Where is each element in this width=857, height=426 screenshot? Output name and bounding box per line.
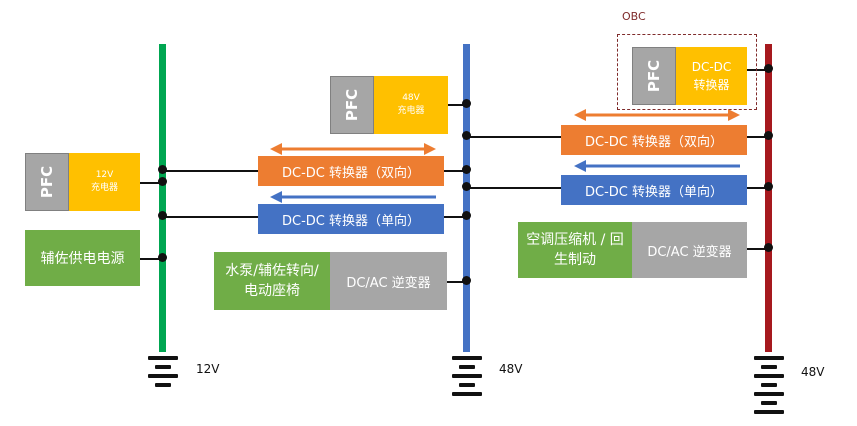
bus-48v-middle xyxy=(463,44,470,352)
wire-right-inverter xyxy=(747,248,769,250)
load-label: 水泵/辅佐转向/电动座椅 xyxy=(225,263,319,299)
wire-12v-charger xyxy=(140,182,164,184)
junction-dot xyxy=(462,211,471,220)
dc-dc-unidirectional-converter: DC-DC 转换器（单向） xyxy=(258,204,444,234)
charger-48v: 48V 充电器 xyxy=(374,76,448,134)
battery-icon xyxy=(754,352,784,422)
dc-dc-bidirectional-converter: DC-DC 转换器（双向） xyxy=(561,125,747,155)
load-box: 水泵/辅佐转向/电动座椅 xyxy=(214,252,330,310)
obc-label: OBC xyxy=(622,10,646,23)
aux-supply-label: 辅佐供电电源 xyxy=(40,251,125,267)
wire-obc xyxy=(747,69,769,71)
junction-dot xyxy=(764,182,773,191)
converter-label: DC-DC 转换器（单向） xyxy=(585,184,723,200)
charger-label: 充电器 xyxy=(90,183,118,193)
load-label: 空调压缩机 / 回生制动 xyxy=(526,232,624,268)
battery-voltage-label: 48V xyxy=(801,365,825,379)
converter-line2: 转换器 xyxy=(693,78,730,92)
junction-dot xyxy=(462,165,471,174)
battery-voltage-label: 48V xyxy=(499,362,523,376)
junction-dot xyxy=(462,276,471,285)
junction-dot xyxy=(158,211,167,220)
junction-dot xyxy=(158,253,167,262)
dc-dc-unidirectional-converter: DC-DC 转换器（单向） xyxy=(561,175,747,205)
charger-voltage: 48V xyxy=(402,93,420,103)
converter-line1: DC-DC xyxy=(691,60,732,74)
bus-12v xyxy=(159,44,166,352)
charger-label: 充电器 xyxy=(397,106,425,116)
pfc-12v: PFC xyxy=(25,153,69,211)
inverter-label: DC/AC 逆变器 xyxy=(647,244,732,260)
pfc-obc: PFC xyxy=(632,47,676,105)
pfc-label: PFC xyxy=(343,88,361,122)
pfc-label: PFC xyxy=(645,59,663,93)
junction-dot xyxy=(158,165,167,174)
junction-dot xyxy=(764,243,773,252)
left-arrow-icon xyxy=(574,160,740,172)
bidirectional-arrow-icon xyxy=(574,109,740,121)
converter-label: DC-DC 转换器（双向） xyxy=(282,165,420,181)
inverter-label: DC/AC 逆变器 xyxy=(346,275,431,291)
aux-supply-box: 辅佐供电电源 xyxy=(25,230,140,286)
charger-12v: 12V 充电器 xyxy=(69,153,140,211)
wire-mid-inverter xyxy=(447,281,467,283)
battery-icon xyxy=(148,352,178,400)
junction-dot xyxy=(764,131,773,140)
bus-48v-right xyxy=(765,44,772,352)
wire-aux-supply xyxy=(140,258,164,260)
obc-dc-dc-converter: DC-DC 转换器 xyxy=(676,47,747,105)
dc-ac-inverter: DC/AC 逆变器 xyxy=(632,222,747,278)
junction-dot xyxy=(764,64,773,73)
left-arrow-icon xyxy=(270,191,436,203)
dc-ac-inverter: DC/AC 逆变器 xyxy=(330,252,447,310)
junction-dot xyxy=(462,131,471,140)
battery-icon xyxy=(452,352,482,400)
charger-voltage: 12V xyxy=(95,170,114,180)
obc-group xyxy=(617,34,757,110)
dc-dc-bidirectional-converter: DC-DC 转换器（双向） xyxy=(258,156,444,186)
converter-label: DC-DC 转换器（单向） xyxy=(282,213,420,229)
battery-voltage-label: 12V xyxy=(196,362,220,376)
pfc-label: PFC xyxy=(38,165,56,199)
junction-dot xyxy=(158,177,167,186)
load-box: 空调压缩机 / 回生制动 xyxy=(518,222,632,278)
converter-label: DC-DC 转换器（双向） xyxy=(585,134,723,150)
junction-dot xyxy=(462,99,471,108)
pfc-48v: PFC xyxy=(330,76,374,134)
bidirectional-arrow-icon xyxy=(270,143,436,155)
junction-dot xyxy=(462,182,471,191)
